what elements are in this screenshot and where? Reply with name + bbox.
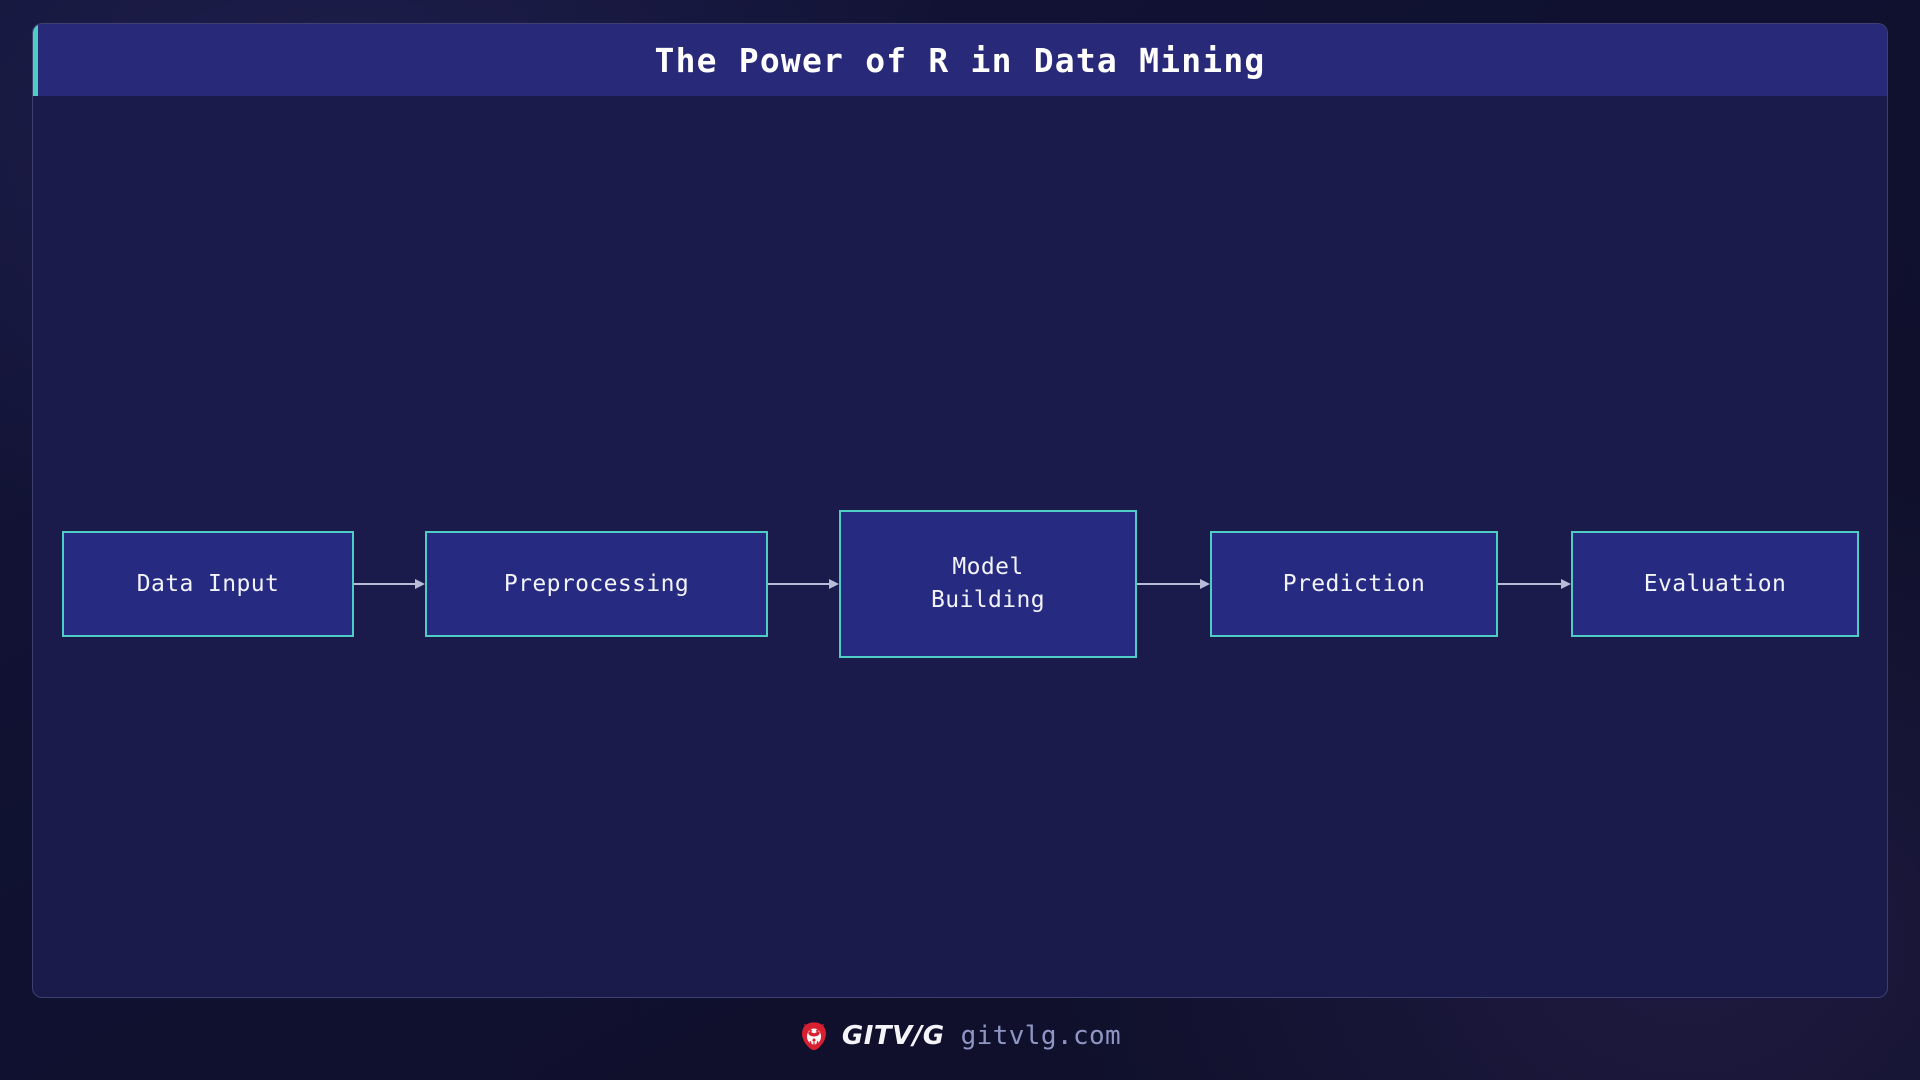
arrow-line — [1137, 583, 1201, 585]
slide-header: The Power of R in Data Mining — [33, 24, 1887, 96]
flow-node-preprocessing[interactable]: Preprocessing — [425, 531, 768, 637]
flow-node-evaluation[interactable]: Evaluation — [1571, 531, 1859, 637]
brand-name: GITV/G — [841, 1021, 945, 1051]
flow-arrow-4 — [1498, 578, 1571, 590]
flow-arrow-3 — [1137, 578, 1210, 590]
flow-node-model-building[interactable]: Model Building — [839, 510, 1137, 658]
arrow-head-icon — [1200, 579, 1210, 589]
brand-url: gitvlg.com — [960, 1021, 1122, 1051]
flow-node-label: Model Building — [931, 554, 1045, 613]
arrow-line — [354, 583, 416, 585]
flow-node-label: Evaluation — [1643, 570, 1787, 597]
flow-node-label: Prediction — [1282, 570, 1426, 597]
slide-canvas: The Power of R in Data Mining Data Input… — [32, 23, 1888, 998]
footer-branding: GITV/G gitvlg.com — [0, 1010, 1920, 1062]
page-title: The Power of R in Data Mining — [654, 40, 1266, 80]
flow-node-prediction[interactable]: Prediction — [1210, 531, 1498, 637]
lion-head-icon — [801, 1022, 826, 1051]
arrow-head-icon — [829, 579, 839, 589]
arrow-head-icon — [1561, 579, 1571, 589]
header-accent-bar — [33, 24, 38, 96]
flowchart: Data Input Preprocessing Model Building — [33, 494, 1887, 674]
flow-node-data-input[interactable]: Data Input — [62, 531, 354, 637]
flow-arrow-1 — [354, 578, 425, 590]
arrow-line — [1498, 583, 1562, 585]
arrow-head-icon — [415, 579, 425, 589]
arrow-line — [768, 583, 830, 585]
flow-node-label: Preprocessing — [503, 570, 690, 597]
diagram-area: Data Input Preprocessing Model Building — [33, 96, 1887, 997]
flow-node-label: Data Input — [136, 570, 280, 597]
flow-arrow-2 — [768, 578, 839, 590]
